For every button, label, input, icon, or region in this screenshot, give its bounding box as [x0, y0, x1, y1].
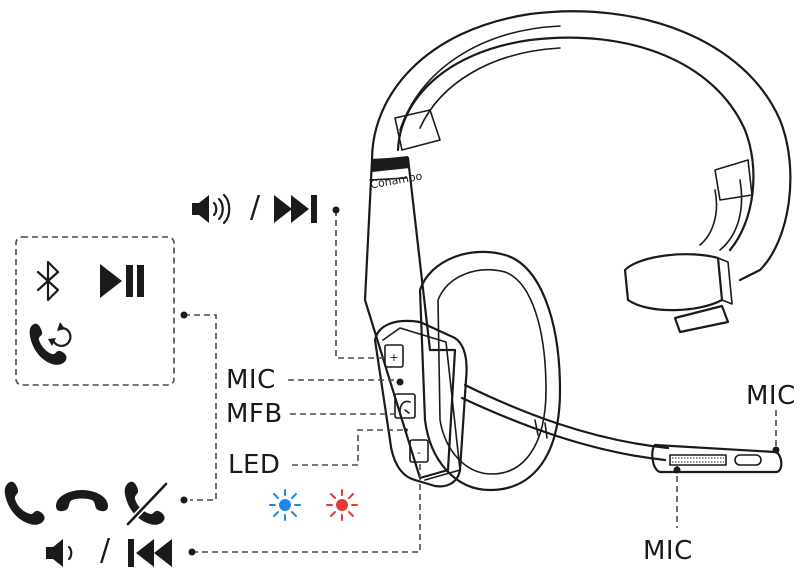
ear-cushion-inner [437, 269, 547, 475]
band-slider-left [394, 109, 441, 151]
mic-port [734, 454, 762, 466]
phone-reject-icon [124, 481, 169, 527]
separator-volume-down-prev: / [100, 533, 111, 568]
mfb-phone-glyph [399, 400, 411, 414]
yoke-arm [363, 156, 457, 480]
led-label: LED [228, 450, 281, 480]
headband-padding [399, 25, 743, 251]
right-pad-foot [673, 304, 730, 334]
led-indicator [404, 428, 408, 432]
leader-lines [180, 206, 780, 556]
headset: + - [363, 10, 792, 492]
mic-label-left: MIC [226, 365, 276, 395]
play-pause-icon [100, 264, 144, 298]
bluetooth-icon [36, 260, 60, 302]
volume-down-icon [46, 539, 73, 567]
separator-volume-up-next: / [250, 190, 261, 225]
volume-up-button[interactable] [384, 344, 404, 368]
right-pad [623, 253, 724, 312]
bluetooth-function-box [15, 236, 175, 386]
yoke-band-2 [369, 177, 407, 181]
mic-label-bottom: MIC [643, 536, 693, 566]
previous-track-icon [128, 539, 172, 567]
svg-text:+: + [389, 351, 398, 364]
mic-label-right: MIC [746, 381, 796, 411]
yoke-cap [372, 156, 410, 172]
mfb-button[interactable] [394, 393, 416, 419]
led-red-icon [326, 489, 358, 521]
boom-joint [534, 419, 548, 439]
right-pad-edge [717, 257, 733, 305]
phone-answer-icon [4, 481, 45, 525]
next-track-icon [274, 195, 317, 223]
headband-outer [370, 10, 792, 282]
led-blue-icon [269, 489, 301, 521]
ear-cushion [418, 250, 562, 492]
call-redial-icon [29, 322, 72, 365]
volume-down-button[interactable] [409, 439, 429, 463]
mic-grille [669, 454, 727, 466]
svg-text:-: - [417, 446, 421, 459]
boom-mic-head [651, 443, 783, 474]
band-slider-right [714, 159, 753, 201]
boom-arm [460, 383, 670, 462]
volume-up-icon [192, 193, 231, 225]
mfb-label: MFB [226, 399, 283, 429]
phone-hangup-icon [56, 490, 108, 512]
headband-inner [396, 36, 755, 252]
ear-cup-rim [382, 327, 461, 481]
